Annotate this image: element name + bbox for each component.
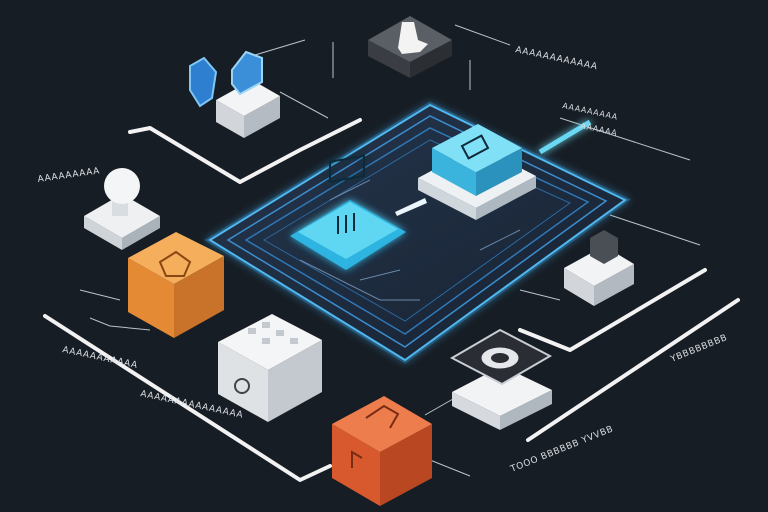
label-left-lower-1: AAAAAAAAAAA [61,345,138,371]
document-chip [290,154,406,270]
trace-1 [299,259,420,301]
connector-11 [429,459,471,477]
chart-icon [351,450,363,468]
arrow-connector [395,198,427,216]
board-traces [299,179,521,301]
security-block [189,50,280,138]
label-top-right-1: AAAAAAAAAAAA [514,45,598,72]
connection-tracks [43,118,740,482]
target-icon-core [491,353,509,363]
top-cube-right [410,40,452,78]
grid-cell-5 [290,338,298,344]
orange-cube [128,232,224,338]
security-block-right [244,96,280,138]
red-cube-right [380,424,432,506]
red-cube-top [332,396,432,452]
shield-icon [189,56,218,108]
grid-cell-3 [276,330,284,336]
server-cube [418,124,536,220]
orange-cube-top [128,232,224,284]
label-top-right-3: AAAAAA [580,121,619,138]
top-cube-left [368,40,410,78]
track-top-left [128,118,362,184]
right-block [564,230,634,306]
grid-cell-1 [248,328,256,334]
board-ring-3 [263,139,571,322]
server-cube-top [432,124,522,172]
track-right [518,268,707,352]
server-cube-right [476,148,522,196]
top-cube [368,16,452,78]
board-ring-2 [244,127,590,335]
trace-4 [359,269,401,281]
dome-pedestal-left [84,216,122,250]
server-cube-plinth-left [418,178,476,220]
trace-3 [479,229,521,251]
right-block-right [594,264,634,306]
grid-cell-4 [262,338,270,344]
white-grid-cube-left [218,342,268,422]
document-icon-frame [329,154,365,183]
bottle-icon [398,22,428,54]
server-cube-plinth-right [476,176,536,220]
label-top-right-2: AAAAAAAAA [562,101,619,122]
lock-small-icon [590,230,618,264]
right-block-left [564,268,594,306]
orange-cube-right [174,256,224,338]
server-cube-left [432,148,476,196]
track-bottom-right [526,298,740,442]
white-grid-cube-right [268,340,322,422]
dome-head [104,168,140,204]
puzzle-icon [158,250,192,277]
hand-icon [365,404,400,429]
orange-cube-left [128,258,174,338]
security-block-left [216,100,244,138]
connector-3 [279,91,329,119]
connector-7 [609,214,701,246]
connector-4 [454,24,511,46]
database-icon [234,378,250,394]
connector-9 [89,317,151,331]
security-block-top [216,80,280,116]
target-tile-plinth-right [500,390,552,430]
connector-8 [79,289,121,301]
grid-icon [248,322,298,344]
connector-12 [519,289,561,301]
red-cube-left [332,424,380,506]
target-tile-plinth-top [452,366,552,416]
target-tile-plinth-left [452,392,500,430]
lock-icon [231,50,263,96]
label-bottom-right-1: TOOO BBBBBB YVVBB [508,424,615,475]
document-icon [329,154,365,234]
cloud-icon [460,134,490,160]
track-left [43,314,332,482]
beam-line [538,119,592,155]
trace-2 [329,179,371,201]
white-grid-cube [218,314,322,422]
label-bottom-right-2: YBBBBBBBB [668,333,729,365]
red-cube [332,396,432,506]
document-chip-top [298,202,398,259]
target-tile [449,328,553,430]
grid-cell-2 [262,322,270,328]
board-ring-1 [226,115,608,348]
label-left-upper: AAAAAAAAA [37,166,101,185]
dome-pedestal [84,168,160,250]
connector-6 [559,117,691,161]
dome-pedestal-right [122,216,160,250]
